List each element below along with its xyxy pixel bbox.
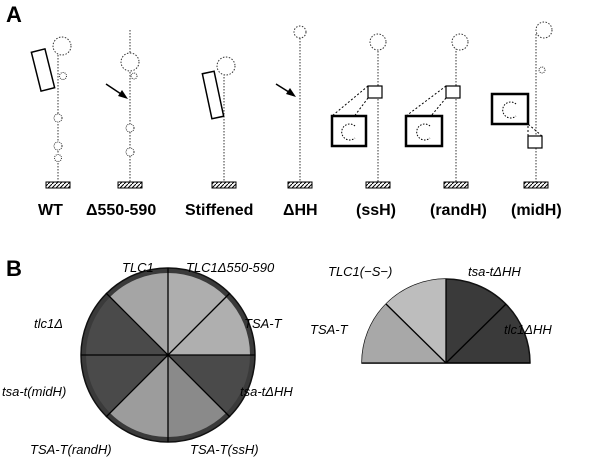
plate1-label-tsa-t-delta-hh: tsa-tΔHH [240, 384, 293, 399]
rna-delta550-590 [117, 30, 143, 189]
plate1-label-tsa-t-randh: TSA-T(randH) [30, 442, 112, 457]
rna-randh [404, 33, 469, 189]
plate2-label-tlc1-s: TLC1(−S−) [328, 264, 393, 279]
panel-a-letter: A [6, 2, 22, 27]
plate2-label-tsa-t: TSA-T [310, 322, 348, 337]
label-stiffened: Stiffened [185, 202, 254, 219]
label-randh: (randH) [430, 202, 487, 219]
plate2-label-tlc1-delta-hh: tlc1ΔHH [504, 322, 552, 337]
plate1-label-tlc1-delta550: TLC1Δ550-590 [186, 260, 275, 275]
rna-wt [30, 36, 72, 189]
label-wt: WT [38, 202, 63, 219]
rna-midh [490, 21, 553, 189]
label-delta-hh: ΔHH [283, 202, 318, 219]
plate-1 [80, 267, 256, 443]
label-midh: (midH) [511, 202, 562, 219]
label-delta550-590: Δ550-590 [86, 202, 157, 219]
plate-2 [361, 278, 531, 364]
plate1-label-tlc1: TLC1 [122, 260, 154, 275]
plate2-label-tsa-t-delta-hh: tsa-tΔHH [468, 264, 521, 279]
plate1-label-tsa-t: TSA-T [244, 316, 282, 331]
panel-b-letter: B [6, 256, 22, 281]
rna-ssh [330, 33, 391, 189]
label-ssh: (ssH) [356, 202, 397, 219]
rna-stiffened [201, 56, 237, 189]
arrow-delta550 [105, 83, 128, 99]
plate1-label-tlc1-delta: tlc1Δ [34, 316, 63, 331]
rna-delta-hh [287, 25, 313, 189]
plate1-label-tsa-t-ssh: TSA-T(ssH) [190, 442, 259, 457]
arrow-delta-hh [275, 83, 296, 97]
plate1-label-tsa-t-midh: tsa-t(midH) [2, 384, 67, 399]
